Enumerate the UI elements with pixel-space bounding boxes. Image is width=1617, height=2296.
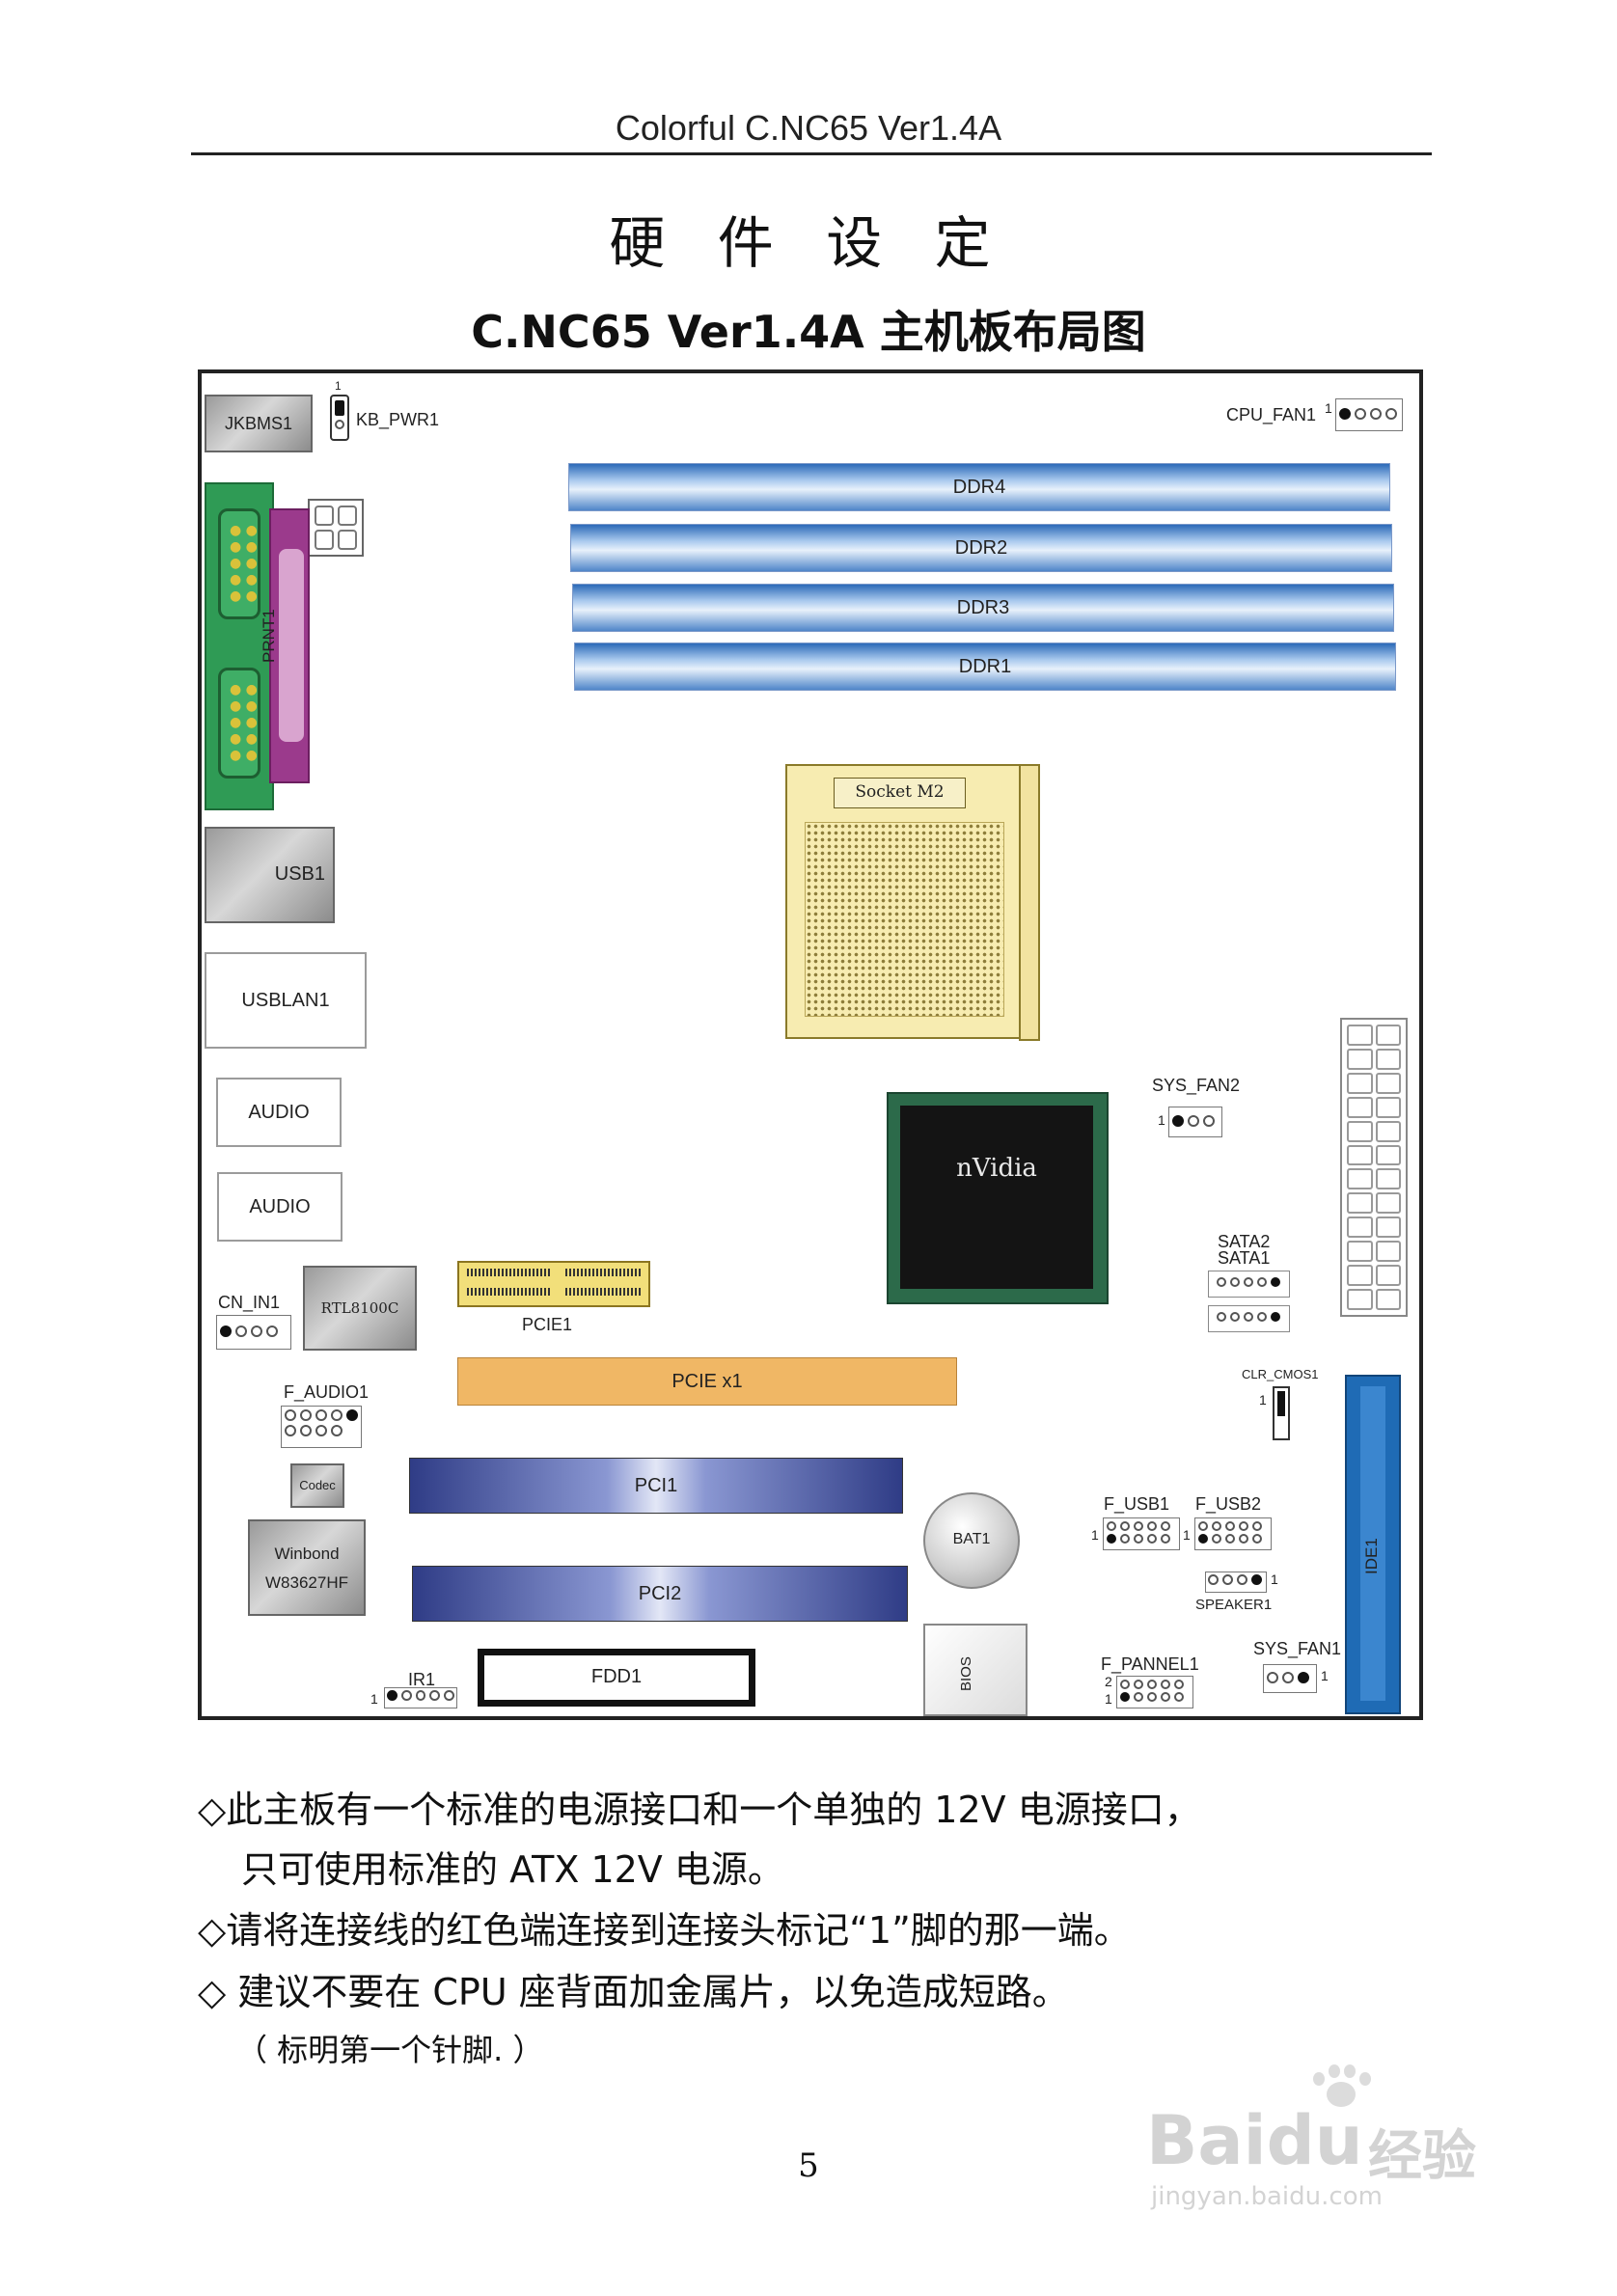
- pcie1-label: PCIE1: [522, 1315, 573, 1334]
- ide1-connector: [1345, 1375, 1401, 1714]
- f-usb2-label: F_USB2: [1195, 1494, 1262, 1514]
- cpu-fan-pin-label: 1: [1325, 400, 1332, 416]
- pcie1-slot: [457, 1261, 650, 1307]
- page-number: 5: [798, 2146, 819, 2185]
- f-usb2-header: [1194, 1517, 1272, 1550]
- note-1: ◇此主板有一个标准的电源接口和一个单独的 12V 电源接口，: [198, 1789, 1201, 1831]
- cn-in-label: CN_IN1: [218, 1293, 281, 1312]
- f-usb1-pin-label: 1: [1091, 1527, 1099, 1543]
- ir1-pin-label: 1: [370, 1691, 378, 1707]
- winbond-label-1: Winbond: [274, 1544, 340, 1563]
- com2-port: ● ●● ●● ●● ●● ●: [218, 668, 260, 779]
- socket-label: Socket M2: [834, 778, 966, 808]
- ide1-label: IDE1: [1362, 1538, 1381, 1574]
- sys-fan2-label: SYS_FAN2: [1152, 1076, 1241, 1095]
- com1-port: ● ●● ●● ●● ●● ●: [218, 508, 260, 619]
- cn-in-header: [216, 1315, 291, 1350]
- watermark-cn: 经验: [1368, 2125, 1476, 2188]
- sata1-label: SATA1: [1218, 1248, 1271, 1268]
- ddr4-slot: DDR4: [568, 463, 1390, 511]
- bat1-label: BAT1: [952, 1531, 991, 1547]
- note-2: ◇请将连接线的红色端连接到连接头标记“1”脚的那一端。: [198, 1909, 1131, 1952]
- bios-chip: BIOS: [923, 1624, 1028, 1716]
- cpu-fan-header: [1335, 398, 1403, 431]
- rtl8100c-chip: RTL8100C: [303, 1266, 417, 1351]
- socket-lever: [1019, 764, 1040, 1041]
- note-4: （ 标明第一个针脚. ）: [236, 2032, 544, 2068]
- prnt1-label: PRNT1: [260, 609, 278, 663]
- bios-label: BIOS: [958, 1656, 974, 1691]
- sys-fan1-label: SYS_FAN1: [1253, 1639, 1342, 1658]
- audio-port-2: AUDIO: [217, 1172, 343, 1242]
- f-audio-label: F_AUDIO1: [284, 1382, 370, 1402]
- kb-pwr-jumper: [330, 395, 349, 441]
- motherboard-layout: JKBMS1 1 KB_PWR1 CPU_FAN1 1 DDR4 DDR2 DD…: [198, 369, 1423, 1720]
- nvidia-chipset: nVidia: [887, 1092, 1109, 1304]
- f-pannel-header: [1116, 1676, 1193, 1708]
- kb-pwr-pin-label: 1: [335, 379, 342, 393]
- page-title: 硬 件 设 定: [609, 210, 1008, 276]
- note-1-continued: 只可使用标准的 ATX 12V 电源。: [241, 1848, 784, 1891]
- atx24-power-connector: [1340, 1018, 1408, 1317]
- usb1-label: USB1: [274, 863, 325, 885]
- ddr2-slot: DDR2: [570, 524, 1392, 572]
- note-3: ◇ 建议不要在 CPU 座背面加金属片，以免造成短路。: [198, 1971, 1069, 2013]
- com-ports: ● ●● ●● ●● ●● ● ● ●● ●● ●● ●● ●: [205, 482, 274, 810]
- ddr3-slot: DDR3: [572, 584, 1394, 632]
- winbond-label-2: W83627HF: [265, 1573, 348, 1592]
- prnt1-parallel-port: [269, 508, 310, 783]
- speaker-label: SPEAKER1: [1195, 1597, 1273, 1613]
- f-usb2-pin-label: 1: [1183, 1527, 1191, 1543]
- fdd1-connector: FDD1: [478, 1649, 755, 1707]
- clr-cmos-jumper: [1273, 1386, 1290, 1440]
- bat1-battery: BAT1: [923, 1492, 1020, 1589]
- f-pannel-label: F_PANNEL1: [1101, 1654, 1199, 1674]
- f-pannel-pin1-label: 1: [1105, 1691, 1112, 1707]
- header-rule: [191, 152, 1432, 155]
- sys-fan1-pin-label: 1: [1321, 1668, 1329, 1683]
- pcie-x1-slot: PCIE x1: [457, 1357, 957, 1406]
- ir1-label: IR1: [408, 1670, 436, 1689]
- f-audio-header: [281, 1406, 362, 1448]
- nvidia-label: nVidia: [900, 1106, 1093, 1289]
- f-usb1-label: F_USB1: [1104, 1494, 1170, 1514]
- socket-pin-grid: [805, 822, 1004, 1017]
- sys-fan2-header: [1168, 1107, 1222, 1137]
- f-usb1-header: [1103, 1517, 1180, 1550]
- audio-port-1: AUDIO: [216, 1078, 342, 1147]
- cpu-fan-label: CPU_FAN1: [1226, 405, 1317, 424]
- ir1-header: [384, 1687, 457, 1708]
- clr-cmos-pin-label: 1: [1259, 1392, 1267, 1408]
- speaker-header: [1205, 1572, 1267, 1593]
- watermark-brand: Baidu: [1146, 2101, 1363, 2180]
- baidu-watermark: Baidu 经验 jingyan.baidu.com: [1146, 2064, 1532, 2211]
- sys-fan2-pin-label: 1: [1158, 1112, 1165, 1128]
- codec-chip: Codec: [290, 1463, 344, 1508]
- sata2-label: SATA2: [1218, 1232, 1271, 1251]
- pci1-slot: PCI1: [409, 1458, 903, 1514]
- winbond-chip: Winbond W83627HF: [248, 1519, 366, 1616]
- usblan1-port: USBLAN1: [205, 952, 367, 1049]
- page-header: Colorful C.NC65 Ver1.4A: [615, 108, 1002, 148]
- layout-subtitle: C.NC65 Ver1.4A 主机板布局图: [471, 306, 1146, 358]
- ddr1-slot: DDR1: [574, 642, 1396, 691]
- watermark-url: jingyan.baidu.com: [1151, 2182, 1383, 2211]
- atx12v-power-connector: [308, 499, 364, 557]
- paw-icon: [1305, 2064, 1373, 2113]
- usb1-port: USB1: [205, 827, 335, 923]
- clr-cmos-label: CLR_CMOS1: [1242, 1367, 1319, 1381]
- speaker-pin-label: 1: [1271, 1572, 1278, 1587]
- cpu-socket: Socket M2: [785, 764, 1040, 1041]
- sys-fan1-header: [1263, 1664, 1317, 1693]
- jkbms1-connector: JKBMS1: [205, 395, 313, 452]
- f-pannel-pin2-label: 2: [1105, 1674, 1112, 1689]
- sata2-connector: [1208, 1271, 1290, 1298]
- sata1-connector: [1208, 1305, 1290, 1332]
- pci2-slot: PCI2: [412, 1566, 908, 1622]
- kb-pwr-label: KB_PWR1: [356, 410, 440, 429]
